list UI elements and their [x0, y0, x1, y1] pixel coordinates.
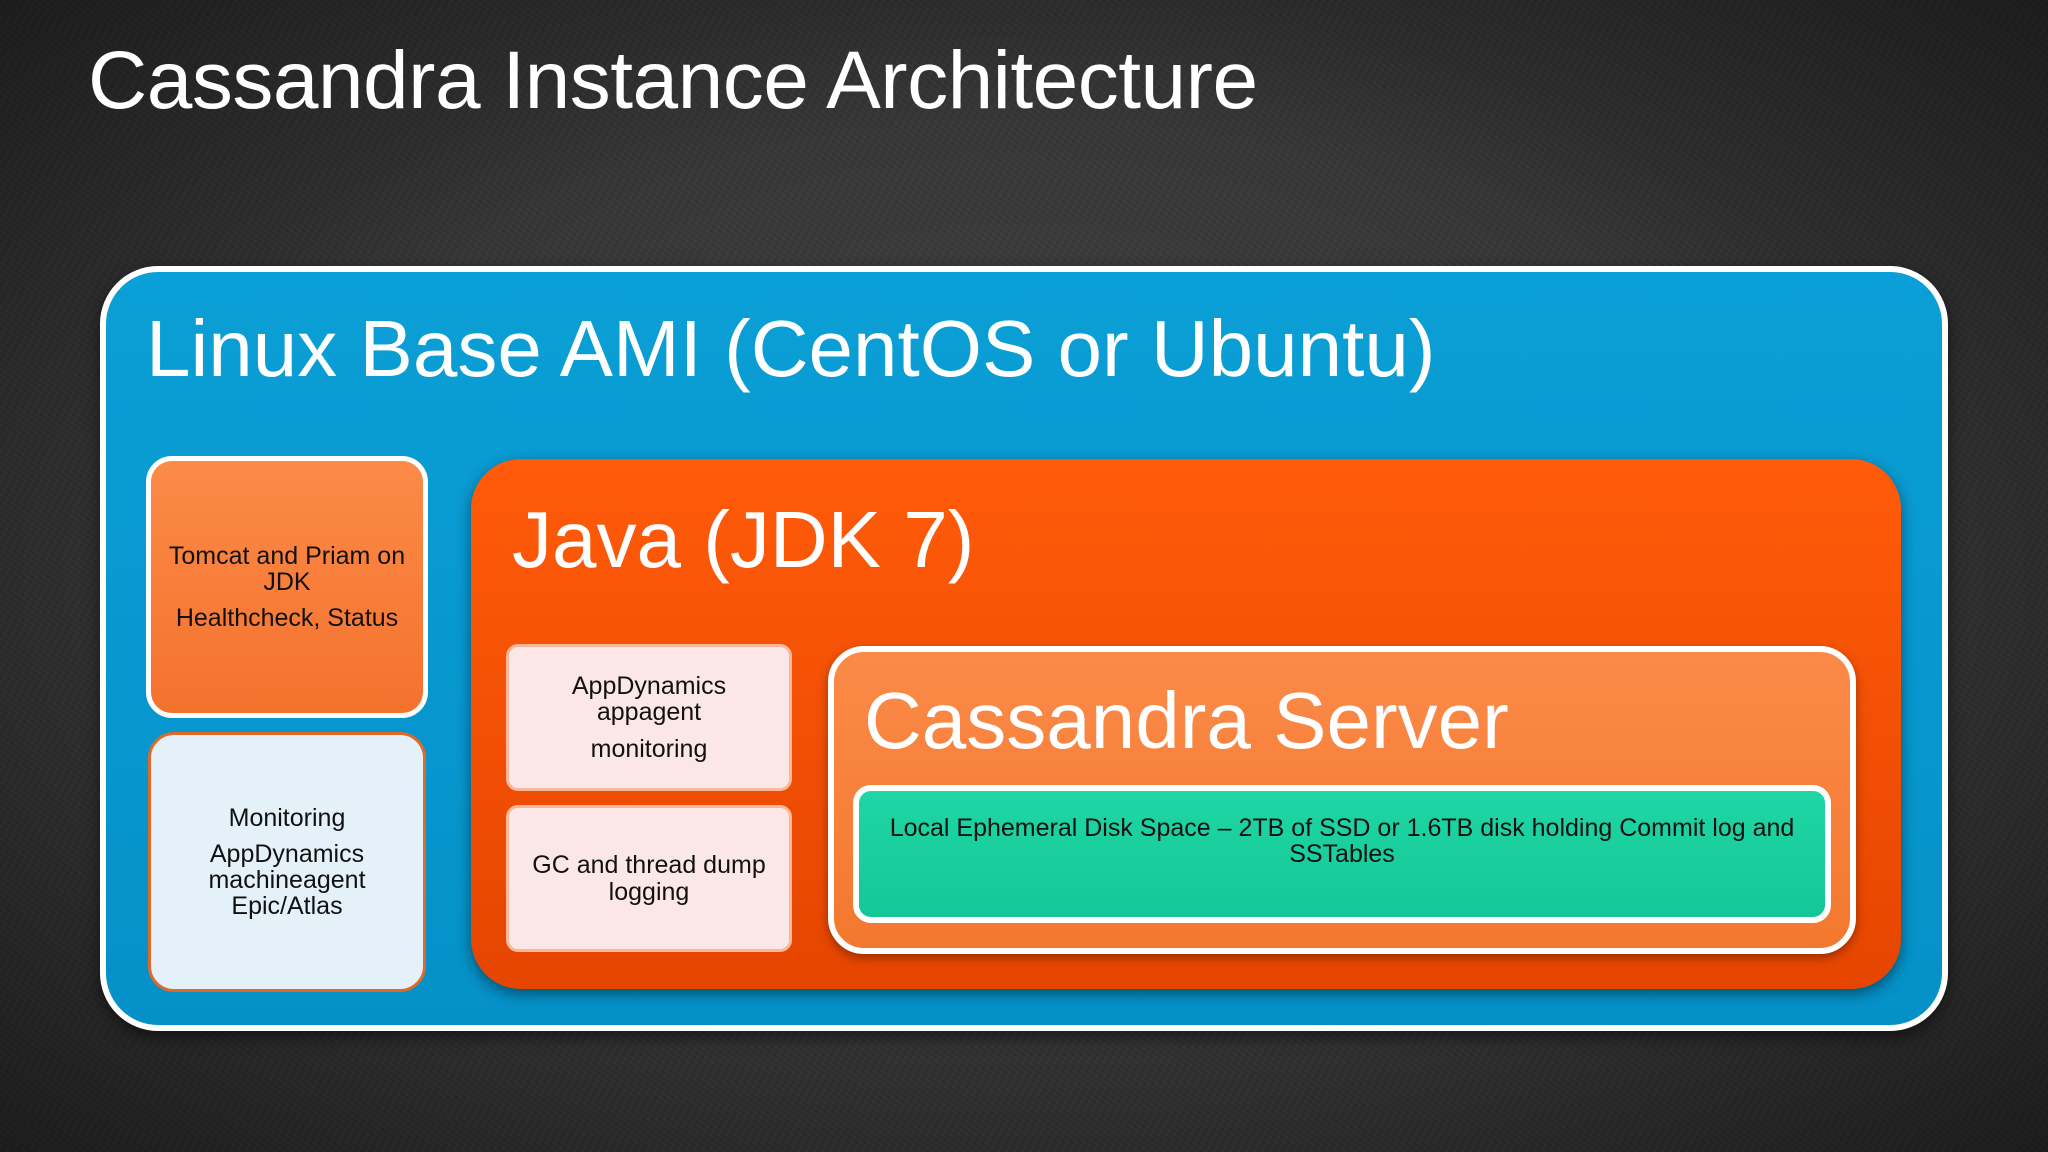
gc-logging-text: GC and thread dump logging — [532, 851, 766, 906]
java-jdk-label: Java (JDK 7) — [512, 495, 975, 584]
monitoring-agents: AppDynamics machineagent Epic/Atlas — [208, 839, 366, 921]
linux-base-ami-label: Linux Base AMI (CentOS or Ubuntu) — [146, 304, 1436, 393]
cassandra-server-label: Cassandra Server — [864, 676, 1509, 765]
local-disk-text: Local Ephemeral Disk Space – 2TB of SSD … — [889, 814, 1795, 869]
appdynamics-appagent-line: AppDynamics appagent — [571, 672, 727, 727]
local-disk-box: Local Ephemeral Disk Space – 2TB of SSD … — [853, 785, 1831, 923]
tomcat-priam-box: Tomcat and Priam on JDK Healthcheck, Sta… — [146, 456, 428, 718]
gc-logging-box: GC and thread dump logging — [506, 805, 792, 952]
appdynamics-monitoring-line: monitoring — [590, 734, 708, 763]
monitoring-box: Monitoring AppDynamics machineagent Epic… — [148, 732, 426, 992]
appdynamics-appagent-box: AppDynamics appagent monitoring — [506, 644, 792, 791]
monitoring-title: Monitoring — [228, 803, 346, 832]
slide-title: Cassandra Instance Architecture — [88, 35, 1258, 126]
tomcat-priam-line: Tomcat and Priam on JDK — [168, 541, 406, 596]
healthcheck-status-line: Healthcheck, Status — [175, 604, 399, 633]
